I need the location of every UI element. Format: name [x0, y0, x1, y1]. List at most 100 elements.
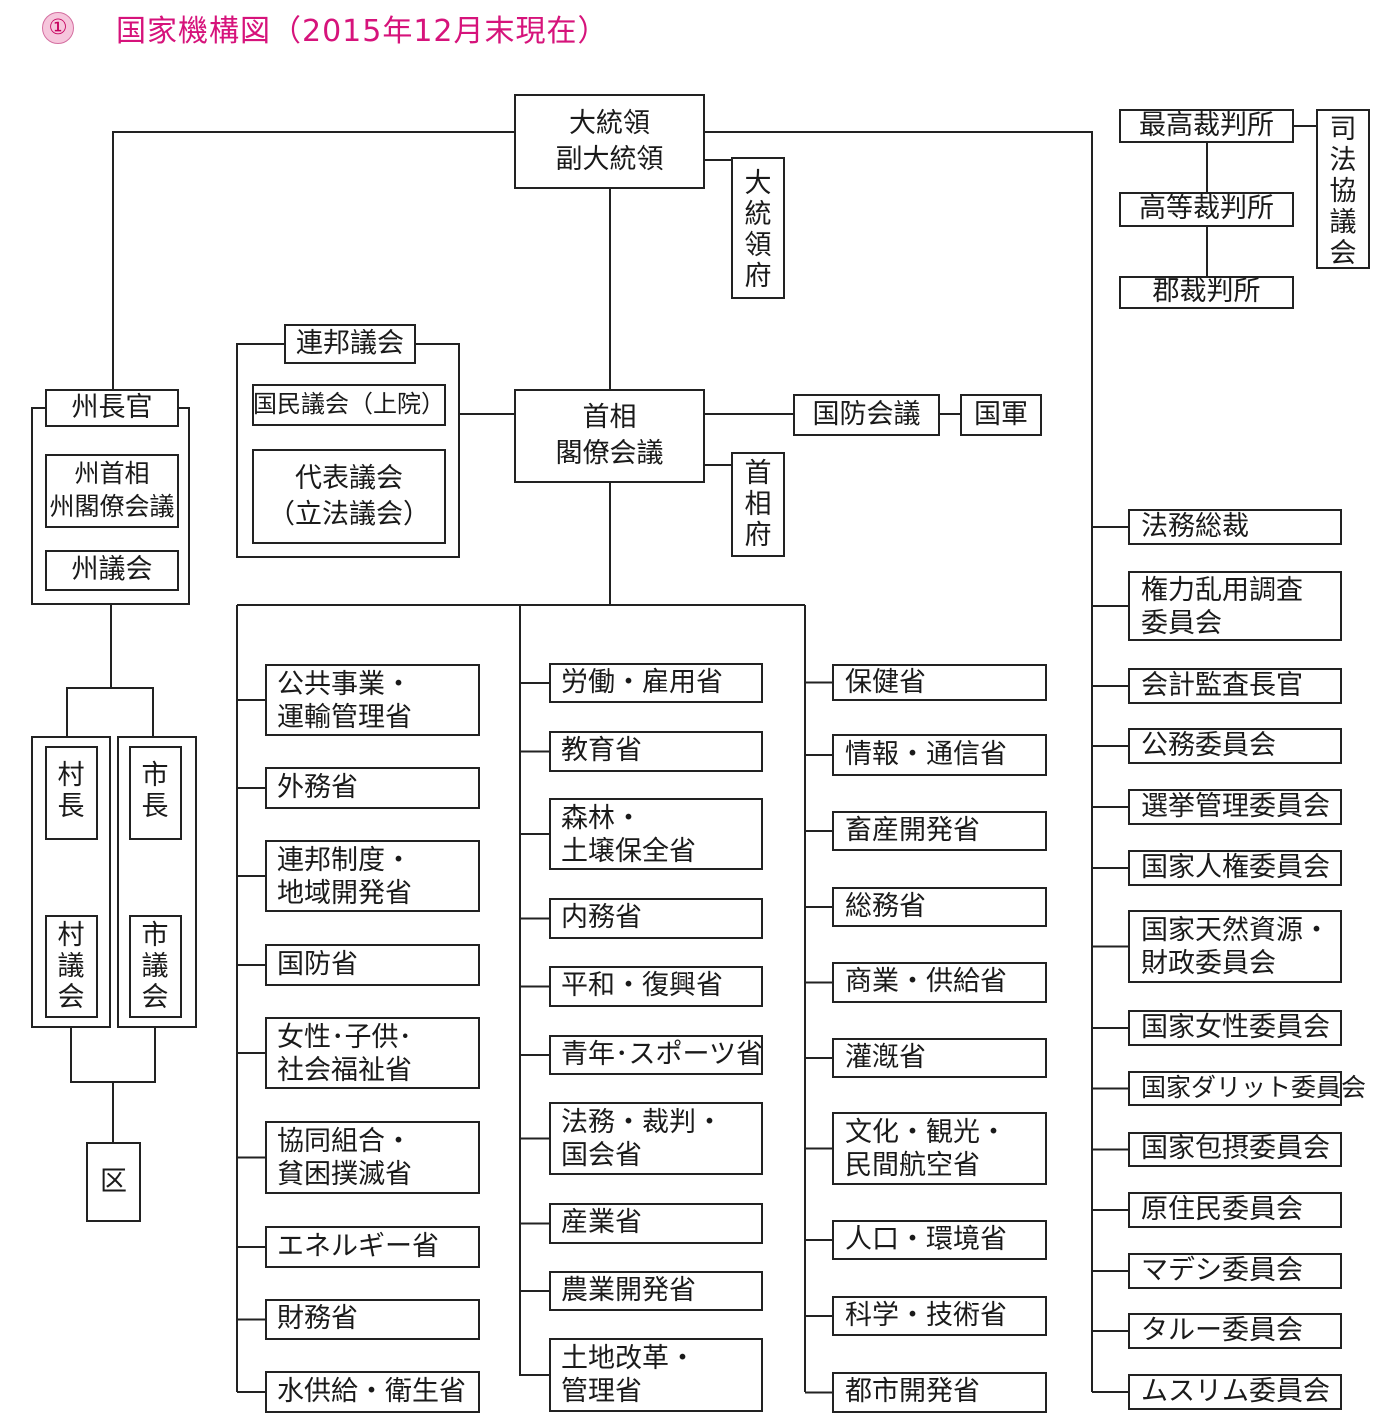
ministry-label: 女性･子供･ 社会福祉省	[277, 1022, 412, 1086]
ministry-box	[832, 1296, 1047, 1336]
commission-box	[1128, 910, 1342, 983]
ministry-box	[549, 1338, 763, 1412]
commission-label: 国家ダリット委員会	[1141, 1073, 1367, 1102]
commission-box	[1128, 1010, 1342, 1046]
city-council-label: 市議会	[141, 920, 169, 1013]
ministry-label: 情報・通信省	[845, 739, 1007, 770]
ministry-box	[549, 1203, 763, 1244]
ministry-label: 商業・供給省	[845, 966, 1007, 997]
commission-label: 権力乱用調査 委員会	[1141, 575, 1303, 639]
president-box	[514, 94, 705, 189]
commission-box	[1128, 1374, 1342, 1410]
ministry-box	[832, 1038, 1047, 1078]
commission-label: 会計監査長官	[1141, 670, 1303, 701]
village-head-box	[45, 746, 98, 840]
ministry-label: 人口・環境省	[845, 1224, 1007, 1255]
ward-label: 区	[100, 1166, 127, 1197]
ministry-box	[265, 1226, 480, 1268]
commission-label: 法務総裁	[1141, 511, 1249, 542]
ministry-box	[265, 1299, 480, 1340]
ministry-box	[549, 966, 763, 1007]
ministry-box	[265, 767, 480, 809]
ministry-box	[265, 664, 480, 736]
commission-label: ムスリム委員会	[1141, 1376, 1330, 1407]
ministry-label: 都市開発省	[845, 1376, 980, 1407]
ministry-box	[549, 1035, 763, 1075]
ministry-box	[832, 811, 1047, 851]
ministry-box	[832, 1372, 1047, 1413]
province-cabinet-label: 州首相 州閣僚会議	[49, 459, 175, 521]
ministry-label: 水供給・衛生省	[277, 1376, 466, 1407]
pm-label: 首相 閣僚会議	[555, 402, 664, 469]
ministry-label: エネルギー省	[277, 1231, 439, 1262]
ministry-box	[549, 731, 763, 772]
upper-house-label: 国民議会（上院）	[253, 390, 445, 418]
number-badge: ①	[42, 12, 74, 44]
high-court-box	[1119, 192, 1294, 227]
commission-label: マデシ委員会	[1141, 1255, 1303, 1286]
ministry-box	[265, 1121, 480, 1194]
judicial-council-box	[1316, 109, 1370, 269]
ministry-box	[549, 663, 763, 703]
province-assembly-label: 州議会	[71, 554, 153, 585]
ministry-label: 保健省	[845, 667, 926, 698]
district-court-label: 郡裁判所	[1152, 276, 1261, 307]
ministry-label: 青年･スポーツ省	[561, 1039, 763, 1070]
line-province-local	[66, 605, 112, 736]
commission-box	[1128, 850, 1342, 886]
ministry-box	[832, 664, 1047, 701]
page-title: 国家機構図（2015年12月末現在）	[116, 14, 609, 49]
governor-label: 州長官	[71, 392, 153, 423]
ministry-box	[265, 840, 480, 912]
ministry-label: 協同組合・ 貧困撲滅省	[277, 1126, 412, 1190]
parliament-title: 連邦議会	[296, 328, 404, 359]
ministry-label: 土地改革・ 管理省	[561, 1343, 696, 1407]
ministry-box	[549, 1102, 763, 1175]
commission-box	[1128, 1132, 1342, 1167]
pm-box	[514, 389, 705, 483]
commission-box	[1128, 1313, 1342, 1349]
lower-house-box	[252, 449, 446, 544]
district-court-box	[1119, 276, 1294, 309]
president-office-label: 大統領府	[744, 168, 772, 292]
village-council-box	[45, 915, 98, 1018]
commission-box	[1128, 1071, 1342, 1106]
page-header: ① 国家機構図（2015年12月末現在）	[42, 6, 609, 50]
ministry-label: 森林・ 土壌保全省	[561, 803, 696, 867]
ministry-box	[832, 1112, 1047, 1185]
ministry-label: 労働・雇用省	[561, 667, 723, 698]
line-president-left	[112, 131, 516, 389]
commission-label: 原住民委員会	[1141, 1194, 1303, 1225]
ministry-label: 灌漑省	[845, 1042, 926, 1073]
parliament-title-box	[284, 324, 416, 364]
ministry-box	[265, 1371, 480, 1413]
ministry-box	[549, 798, 763, 870]
ministry-box	[265, 1017, 480, 1089]
line-province-local-right	[111, 687, 154, 736]
ministry-box	[832, 887, 1047, 927]
province-cabinet-box	[45, 454, 179, 528]
village-council-label: 村議会	[57, 920, 85, 1013]
ministry-label: 公共事業・ 運輸管理省	[277, 669, 412, 733]
province-assembly-box	[45, 550, 179, 591]
line-local-ward	[70, 1028, 156, 1083]
judicial-council-label: 司法協議会	[1329, 114, 1357, 269]
lower-house-label: 代表議会 （立法議会）	[268, 463, 430, 530]
village-head-label: 村長	[57, 760, 85, 822]
army-box	[960, 394, 1042, 436]
ministry-label: 産業省	[561, 1207, 642, 1238]
ministry-label: 文化・観光・ 民間航空省	[845, 1117, 1007, 1181]
commission-label: 公務委員会	[1141, 730, 1276, 761]
commission-label: 国家人権委員会	[1141, 852, 1330, 883]
ministry-box	[549, 1271, 763, 1311]
line-president-right	[705, 131, 1093, 1392]
commission-box	[1128, 571, 1342, 641]
commission-box	[1128, 728, 1342, 764]
ministry-label: 科学・技術省	[845, 1300, 1007, 1331]
army-label: 国軍	[974, 399, 1028, 430]
ministry-box	[832, 734, 1047, 776]
upper-house-box	[252, 384, 446, 426]
commission-box	[1128, 509, 1342, 545]
supreme-court-label: 最高裁判所	[1139, 110, 1274, 141]
